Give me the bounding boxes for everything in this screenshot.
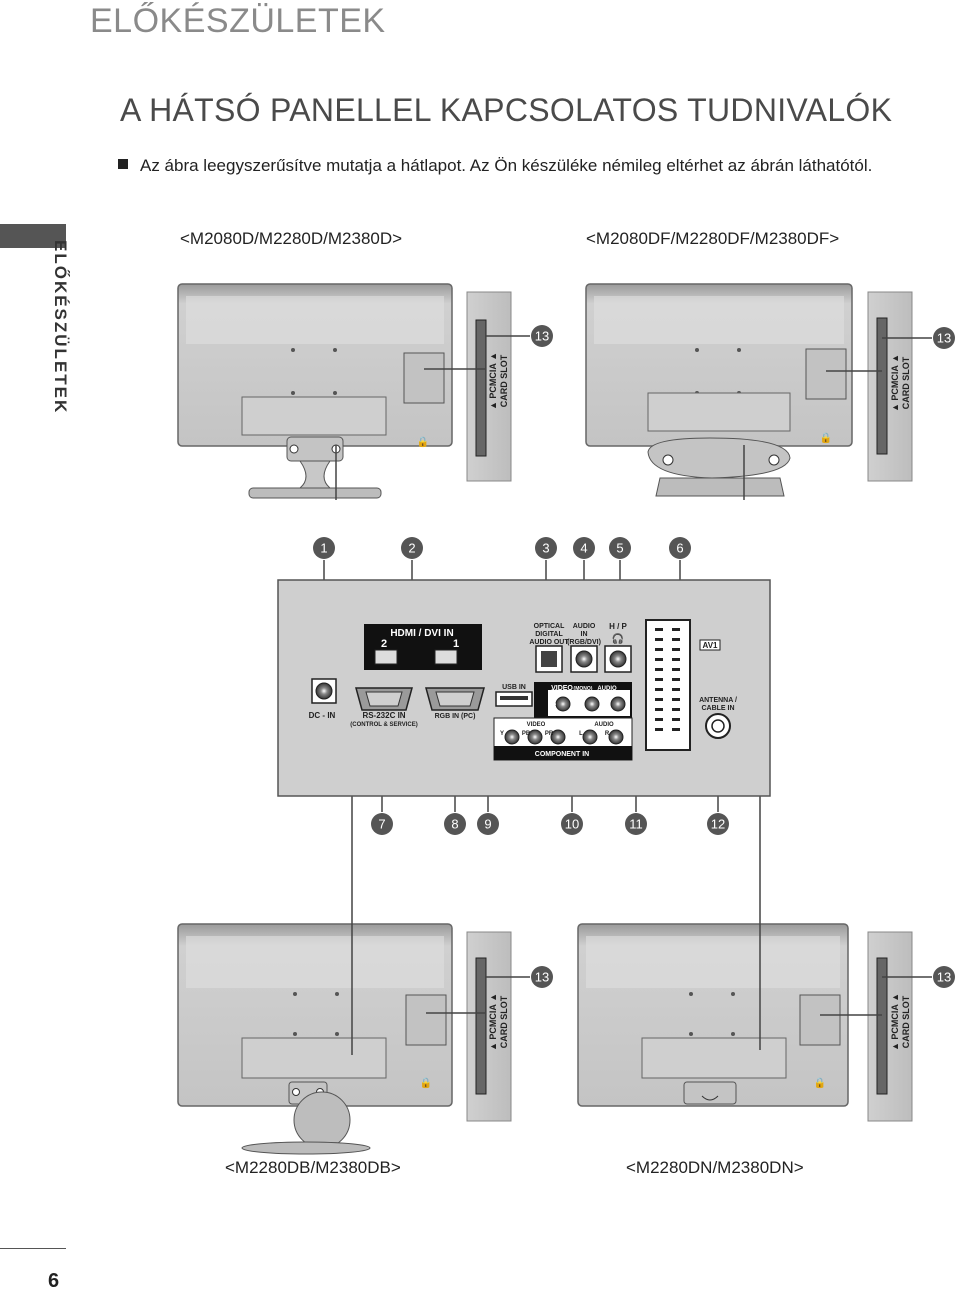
callout-3: 3 xyxy=(535,537,557,559)
connection-panel xyxy=(277,579,771,797)
optical-label-2: DIGITAL xyxy=(535,631,563,638)
svg-text:13: 13 xyxy=(535,970,549,985)
svg-text:5: 5 xyxy=(616,541,623,556)
headphone-label: H / P xyxy=(609,622,627,631)
pcmcia-label-2a: ▲ PCMCIA ▲ xyxy=(890,354,900,412)
comp-audio-label: AUDIO xyxy=(594,722,614,728)
svg-text:2: 2 xyxy=(408,541,415,556)
callout-13-tv2: 13 xyxy=(933,327,955,349)
comp-y-label: Y xyxy=(500,731,504,737)
svg-text:3: 3 xyxy=(542,541,549,556)
pcmcia-slot-2 xyxy=(867,291,913,482)
comp-r-label: R xyxy=(605,731,610,737)
callout-4: 4 xyxy=(573,537,595,559)
component-label: COMPONENT IN xyxy=(535,751,589,758)
svg-text:4: 4 xyxy=(580,541,587,556)
dc-in-label: DC - IN xyxy=(309,711,336,720)
svg-text:13: 13 xyxy=(535,329,549,344)
comp-pb-label: PB xyxy=(522,731,531,737)
pcmcia-label-4b: CARD SLOT xyxy=(901,995,911,1048)
callout-6: 6 xyxy=(669,537,691,559)
model-label-3: <M2280DB/M2380DB> xyxy=(225,1158,401,1177)
side-tab xyxy=(0,224,66,248)
hdmi-2-label: 2 xyxy=(381,638,387,650)
svg-text:8: 8 xyxy=(451,817,458,832)
footer-rule xyxy=(0,1248,66,1249)
rs232-label: RS-232C IN xyxy=(362,711,405,720)
pcmcia-slot-1 xyxy=(466,291,512,482)
svg-text:🔒: 🔒 xyxy=(820,432,832,444)
comp-pr-label: PR xyxy=(545,731,554,737)
callout-1: 1 xyxy=(313,537,335,559)
page-number: 6 xyxy=(48,1270,60,1292)
svg-text:6: 6 xyxy=(676,541,683,556)
hdmi-title: HDMI / DVI IN xyxy=(390,628,453,639)
comp-l-label: L xyxy=(579,731,583,737)
callout-11: 11 xyxy=(625,813,647,835)
side-section-label: ELŐKÉSZÜLETEK xyxy=(51,240,70,415)
svg-text:11: 11 xyxy=(629,817,643,832)
callout-13-tv4: 13 xyxy=(933,966,955,988)
headphone-icon: 🎧 xyxy=(612,632,624,645)
callout-12: 12 xyxy=(707,813,729,835)
pcmcia-label-1a: ▲ PCMCIA ▲ xyxy=(488,352,498,410)
svg-text:9: 9 xyxy=(484,817,491,832)
pcmcia-label-3b: CARD SLOT xyxy=(499,995,509,1048)
section-title: A HÁTSÓ PANELLEL KAPCSOLATOS TUDNIVALÓK xyxy=(120,92,893,128)
mono-label: (MONO) xyxy=(574,686,593,692)
video-label: VIDEO xyxy=(551,685,573,692)
callout-2: 2 xyxy=(401,537,423,559)
svg-text:🔒: 🔒 xyxy=(814,1077,826,1089)
callout-5: 5 xyxy=(609,537,631,559)
svg-text:10: 10 xyxy=(565,817,579,832)
model-label-4: <M2280DN/M2380DN> xyxy=(626,1158,804,1177)
model-label-1: <M2080D/M2280D/M2380D> xyxy=(180,229,403,248)
note: Az ábra leegyszerűsítve mutatja a hátlap… xyxy=(118,156,872,176)
comp-video-label: VIDEO xyxy=(527,722,546,728)
header-title: ELŐKÉSZÜLETEK xyxy=(90,2,386,40)
svg-text:13: 13 xyxy=(937,970,951,985)
tv-back-2: 🔒 xyxy=(585,283,853,497)
optical-label-1: OPTICAL xyxy=(534,623,565,630)
svg-text:🔒: 🔒 xyxy=(420,1077,432,1089)
svg-text:7: 7 xyxy=(378,817,385,832)
callout-8: 8 xyxy=(444,813,466,835)
tv-back-1: 🔒 xyxy=(177,283,453,499)
hdmi-1-label: 1 xyxy=(453,638,459,650)
callout-9: 9 xyxy=(477,813,499,835)
pcmcia-label-3a: ▲ PCMCIA ▲ xyxy=(488,993,498,1051)
pcmcia-slot-3 xyxy=(466,931,512,1122)
callout-13-tv3: 13 xyxy=(531,966,553,988)
note-text: Az ábra leegyszerűsítve mutatja a hátlap… xyxy=(140,156,873,175)
rs232-sub-label: (CONTROL & SERVICE) xyxy=(350,722,417,728)
svg-text:13: 13 xyxy=(937,331,951,346)
model-label-2: <M2080DF/M2280DF/M2380DF> xyxy=(586,229,840,248)
audio-in-label-2: IN xyxy=(581,631,588,638)
optical-label-3: AUDIO OUT xyxy=(529,639,569,646)
av1-label: AV1 xyxy=(703,641,719,650)
tv-back-3: 🔒 xyxy=(177,923,453,1155)
pcmcia-slot-4 xyxy=(867,931,913,1122)
audio-in-label-1: AUDIO xyxy=(573,623,596,630)
svg-text:1: 1 xyxy=(320,541,327,556)
av-in2-label: AV IN2 xyxy=(551,689,558,711)
callout-10: 10 xyxy=(561,813,583,835)
audio-in-label-3: (RGB/DVI) xyxy=(567,639,601,646)
audio-label: AUDIO xyxy=(597,686,617,692)
usb-label: USB IN xyxy=(502,684,526,691)
pcmcia-label-1b: CARD SLOT xyxy=(499,354,509,407)
antenna-label-2: CABLE IN xyxy=(701,705,734,712)
tv-back-4: 🔒 xyxy=(577,923,849,1107)
svg-text:🔒: 🔒 xyxy=(417,436,429,448)
rgb-in-label: RGB IN (PC) xyxy=(435,713,476,720)
pcmcia-label-4a: ▲ PCMCIA ▲ xyxy=(890,993,900,1051)
callout-13-tv1: 13 xyxy=(531,325,553,347)
callout-7: 7 xyxy=(371,813,393,835)
pcmcia-label-2b: CARD SLOT xyxy=(901,356,911,409)
svg-text:12: 12 xyxy=(711,817,725,832)
antenna-label-1: ANTENNA / xyxy=(699,697,737,704)
bullet-square-icon xyxy=(118,159,128,169)
